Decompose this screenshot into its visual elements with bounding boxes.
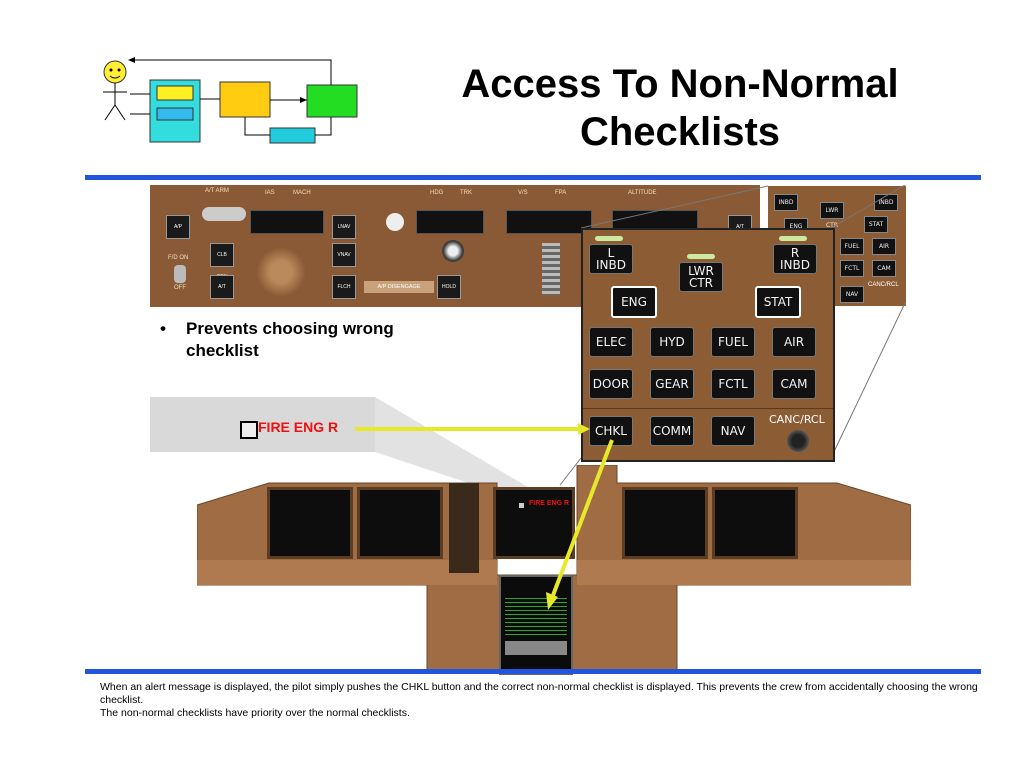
arrow-head-chkl [578, 423, 590, 435]
l-inbd-button[interactable]: L INBD [589, 244, 633, 274]
small-fctl-button[interactable]: FCTL [840, 260, 864, 277]
comm-button[interactable]: COMM [650, 416, 694, 446]
lwr-ctr-light [687, 254, 715, 259]
r-inbd-button[interactable]: R INBD [773, 244, 817, 274]
hdg-display [416, 210, 484, 234]
alert-message: FIRE ENG R [258, 419, 339, 435]
mcp-label-trk: TRK [460, 190, 472, 196]
fd-on-label: F/D ON [168, 255, 189, 261]
l-inbd-light [595, 236, 623, 241]
pfd-first-officer [712, 487, 798, 559]
lwr-ctr-label: LWR CTR [688, 264, 714, 290]
description-line-1: When an alert message is displayed, the … [100, 681, 978, 706]
standby-instruments [449, 483, 479, 573]
small-l-inbd-button[interactable]: INBD [774, 194, 798, 211]
vnav-button[interactable]: VNAV [332, 243, 356, 267]
nd-captain [357, 487, 443, 559]
mcp-label-fpa: FPA [555, 190, 567, 196]
door-button[interactable]: DOOR [589, 369, 633, 399]
description-line-2: The non-normal checklists have priority … [100, 707, 410, 719]
ias-display [250, 210, 324, 234]
title-line-2: Checklists [579, 110, 781, 154]
title-line-1: Access To Non-Normal [461, 62, 899, 106]
arrow-chkl-to-display [550, 439, 614, 599]
canc-rcl-label: CANC/RCL [769, 413, 825, 426]
mcp-label-at-arm: A/T ARM [205, 188, 229, 194]
eicas-display [493, 487, 575, 559]
panel-divider [583, 408, 833, 409]
top-divider [85, 175, 981, 180]
speed-dial [256, 247, 306, 297]
small-fuel-button[interactable]: FUEL [840, 238, 864, 255]
display-select-panel-zoom: L INBD LWR CTR R INBD ENG STAT ELEC HYD … [581, 228, 835, 462]
flch-button[interactable]: FLCH [332, 275, 356, 299]
ias-knob[interactable] [386, 213, 404, 231]
nd-first-officer [622, 487, 708, 559]
hold-button[interactable]: HOLD [437, 275, 461, 299]
nav-button[interactable]: NAV [711, 416, 755, 446]
ap-button[interactable]: A/P [166, 215, 190, 239]
lnav-button[interactable]: LNAV [332, 215, 356, 239]
pfd-captain [267, 487, 353, 559]
slide-description: When an alert message is displayed, the … [100, 681, 980, 720]
eicas-alert-box [519, 503, 524, 508]
ap-disengage-bar[interactable]: A/P DISENGAGE [364, 281, 434, 293]
l-inbd-label: L INBD [596, 246, 626, 272]
elec-button[interactable]: ELEC [589, 327, 633, 357]
small-cam-button[interactable]: CAM [872, 260, 896, 277]
flight-deck-panel: FIRE ENG R [197, 465, 911, 675]
small-canc-rcl-label: CANC/RCL [868, 282, 899, 288]
small-stat-button[interactable]: STAT [864, 216, 888, 233]
mcp-label-mach: MACH [293, 190, 311, 196]
mcp-label-altitude: ALTITUDE [628, 190, 657, 196]
slide-title: Access To Non-Normal Checklists [380, 60, 980, 156]
lwr-ctr-button[interactable]: LWR CTR [679, 262, 723, 292]
stat-button[interactable]: STAT [755, 286, 801, 318]
alert-callout [150, 397, 375, 452]
hyd-button[interactable]: HYD [650, 327, 694, 357]
eng-button[interactable]: ENG [611, 286, 657, 318]
checklist-lines [505, 595, 567, 635]
fd-off-label: OFF [174, 285, 186, 291]
fd-switch[interactable] [174, 265, 186, 283]
fctl-button[interactable]: FCTL [711, 369, 755, 399]
zoom-projection-lines [375, 185, 906, 507]
small-lwr-ctr-button[interactable]: LWR CTR [820, 202, 844, 229]
heading-select-knob[interactable] [442, 240, 464, 262]
fuel-button[interactable]: FUEL [711, 327, 755, 357]
canc-rcl-knob[interactable] [787, 430, 809, 452]
bullet-marker: • [160, 319, 166, 338]
checklist-display [499, 575, 573, 675]
alert-checkbox-icon [240, 421, 258, 439]
eicas-alert-text: FIRE ENG R [529, 500, 570, 507]
vs-display [506, 210, 592, 234]
small-air-button[interactable]: AIR [872, 238, 896, 255]
small-nav-button[interactable]: NAV [840, 286, 864, 303]
arrow-head-display [546, 592, 558, 610]
control-loop-logo [103, 57, 358, 144]
gear-button[interactable]: GEAR [650, 369, 694, 399]
mcp-label-hdg: HDG [430, 190, 444, 196]
mcp-label-ias: IAS [265, 190, 275, 196]
checklist-softkeys [505, 641, 567, 655]
bullet-text: Prevents choosing wrong checklist [186, 319, 394, 360]
cam-button[interactable]: CAM [772, 369, 816, 399]
r-inbd-label: R INBD [780, 246, 810, 272]
r-inbd-light [779, 236, 807, 241]
vs-thumbwheel[interactable] [542, 243, 560, 295]
at-button[interactable]: A/T [210, 275, 234, 299]
air-button[interactable]: AIR [772, 327, 816, 357]
bottom-divider [85, 669, 981, 674]
at-arm-switch[interactable] [202, 207, 246, 221]
mcp-label-vs: V/S [518, 190, 528, 196]
